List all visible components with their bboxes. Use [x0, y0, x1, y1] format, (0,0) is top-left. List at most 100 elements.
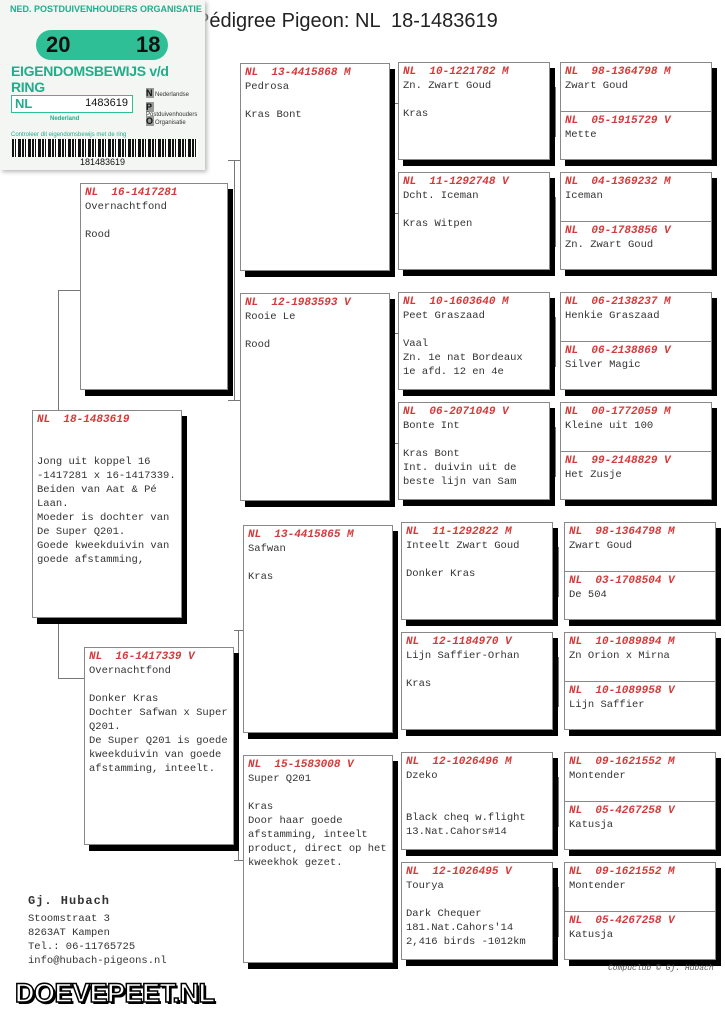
- page-title: Pédigree Pigeon: NL 18-1483619: [196, 10, 498, 32]
- ring-number: NL 05-1915729 V: [565, 115, 671, 127]
- connector-line: [555, 427, 556, 477]
- pigeon-name: Kleine uit 100: [565, 420, 654, 432]
- connector-line: [555, 87, 556, 137]
- card-country: NL: [15, 96, 33, 111]
- ring-number: NL 06-2071049 V: [403, 406, 509, 418]
- connector-line: [238, 630, 239, 860]
- dam-entry: NL 03-1708504 V De 504: [565, 571, 715, 604]
- card-heading: EIGENDOMSBEWIJS v/d RING: [11, 63, 169, 95]
- breeder-name: Gj. Hubach: [28, 894, 111, 908]
- pigeon-info: [403, 323, 545, 337]
- connector-line: [390, 213, 398, 214]
- pigeon-info: [248, 556, 388, 570]
- pigeon-info: Kras: [403, 108, 429, 120]
- barcode-number: 181483619: [80, 157, 126, 167]
- pigeon-info: Dochter Safwan x Super Q201.: [89, 707, 234, 733]
- pigeon-info: [85, 214, 223, 228]
- connector-line: [558, 657, 559, 707]
- pigeon-name: Zwart Goud: [569, 540, 633, 552]
- pigeon-info: [89, 678, 229, 692]
- pigeon-name: Zn Orion x Mirna: [569, 650, 670, 662]
- ring-number: NL 12-1026495 V: [406, 866, 512, 878]
- pigeon-info: [248, 786, 388, 800]
- pigeon-name: Iceman: [565, 190, 603, 202]
- pigeon-info: Zn. Zwart Goud: [403, 80, 492, 92]
- pigeon-info: [403, 93, 545, 107]
- ring-number: NL 12-1184970 V: [406, 636, 512, 648]
- pigeon-name: Katusja: [569, 819, 614, 831]
- connector-line: [558, 887, 559, 937]
- connector-line: [390, 905, 398, 906]
- pigeon-info: Overnachtfond: [89, 665, 171, 677]
- connector-line: [393, 333, 394, 443]
- card-ring-field: NL 1483619: [11, 95, 133, 113]
- pigeon-info: Jong uit koppel 16 -1417281 x 16-1417339…: [37, 456, 176, 482]
- pigeon-info: Inteelt Zwart Goud: [406, 540, 520, 552]
- ring-number: NL 04-1369232 M: [565, 176, 671, 188]
- npo-line-2: PPostduivenhouders: [146, 102, 198, 118]
- pigeon-info: [406, 893, 548, 907]
- card-organisation: NED. POSTDUIVENHOUDERS ORGANISATIE: [10, 4, 202, 14]
- pigeon-info: Kras: [248, 801, 274, 813]
- pigeon-info: Int. duivin uit de beste lijn van Sam: [403, 462, 523, 488]
- pigeon-info: Door haar goede afstamming, inteelt prod…: [248, 815, 393, 869]
- npo-text: Organisatie: [155, 120, 186, 126]
- pigeon-info: [406, 797, 548, 811]
- pigeon-info: [245, 324, 385, 338]
- pigeon-info: Moeder is dochter van De Super Q201.: [37, 512, 176, 538]
- pigeon-info: 2,416 birds -1012km: [406, 936, 526, 948]
- pigeon-info: [406, 783, 548, 797]
- breeder-street: Stoomstraat 3: [28, 913, 110, 925]
- ring-number: NL 10-1089958 V: [569, 685, 675, 697]
- pigeon-info: 13.Nat.Cahors#14: [406, 826, 507, 838]
- ring-number: NL 98-1364798 M: [569, 526, 675, 538]
- watermark-logo: DOEVEPEET.NL: [14, 977, 216, 1009]
- connector-line: [58, 290, 80, 291]
- card-year-left: 20: [46, 32, 71, 57]
- ring-number: NL 05-4267258 V: [569, 805, 675, 817]
- ring-number: NL 06-2138869 V: [565, 345, 671, 357]
- sire-entry: NL 10-1089894 M Zn Orion x Mirna: [565, 633, 715, 665]
- pigeon-info: [403, 203, 545, 217]
- pigeon-info: Rooie Le: [245, 311, 296, 323]
- ring-number: NL 13-4415865 M: [248, 529, 354, 541]
- pigeon-name: De 504: [569, 589, 607, 601]
- breeder-address: Gj. Hubach Stoomstraat 3 8263AT Kampen T…: [28, 894, 167, 968]
- ring-number: NL 12-1026496 M: [406, 756, 512, 768]
- pigeon-info: Kras: [406, 678, 432, 690]
- card-year-right: 18: [136, 32, 161, 57]
- ring-number: NL 09-1621552 M: [569, 866, 675, 878]
- pigeon-info: [406, 553, 548, 567]
- card-ring-number: 1483619: [85, 97, 128, 109]
- ring-number: NL 03-1708504 V: [569, 575, 675, 587]
- pigeon-info: Goede kweekduivin van goede afstamming,: [37, 540, 176, 566]
- copyright: Compuclub © Gj. Hubach: [608, 964, 714, 973]
- connector-line: [390, 333, 398, 334]
- connector-line: [555, 317, 556, 367]
- connector-line: [234, 630, 243, 631]
- pigeon-info: Peet Graszaad: [403, 310, 485, 322]
- ring-number: NL 10-1089894 M: [569, 636, 675, 648]
- subject-pigeon: NL 18-1483619 Jong uit koppel 16 -141728…: [32, 410, 182, 618]
- pigeon-info: Dzeko: [406, 770, 438, 782]
- pigeon-name: Lijn Saffier: [569, 699, 645, 711]
- pigeon-info: 181.Nat.Cahors'14: [406, 922, 514, 934]
- pigeon-name: Zn. Zwart Goud: [565, 239, 654, 251]
- ring-number: NL 12-1983593 V: [245, 297, 351, 309]
